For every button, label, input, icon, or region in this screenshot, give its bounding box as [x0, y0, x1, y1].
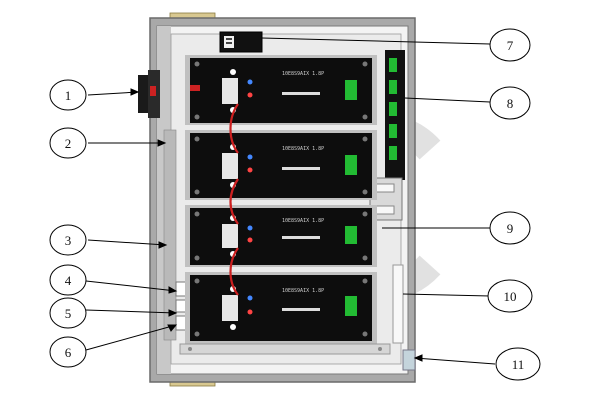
svg-text:8: 8	[507, 96, 514, 111]
module-4-label: 10E8S9AIX 1.8P	[282, 288, 324, 294]
svg-text:11: 11	[512, 357, 525, 372]
top-fuse-block	[219, 31, 263, 53]
series-cable	[229, 103, 239, 296]
callout-5: 5	[49, 297, 87, 329]
callout-3: 3	[49, 224, 87, 256]
callout-10: 10	[487, 279, 533, 313]
callout-11: 11	[495, 347, 541, 381]
bottom-shelf	[179, 343, 391, 355]
module-1-label: 10E8S9AIX 1.8P	[282, 71, 324, 77]
module-1	[185, 55, 377, 125]
svg-text:3: 3	[65, 233, 72, 248]
svg-text:4: 4	[65, 273, 72, 288]
left-components	[175, 281, 187, 331]
terminal-strip	[385, 50, 405, 180]
callout-9: 9	[489, 211, 531, 245]
callout-8: 8	[489, 86, 531, 120]
right-rail	[392, 264, 404, 344]
callout-4: 4	[49, 264, 87, 296]
svg-text:2: 2	[65, 136, 72, 151]
module-3	[185, 205, 377, 267]
module-2-label: 10E8S9AIX 1.8P	[282, 146, 324, 152]
svg-text:10: 10	[504, 289, 517, 304]
svg-text:5: 5	[65, 306, 72, 321]
svg-text:7: 7	[507, 38, 514, 53]
breaker-switch	[138, 70, 160, 118]
callout-2: 2	[49, 127, 87, 159]
bottom-foot	[402, 349, 416, 371]
svg-text:1: 1	[65, 88, 72, 103]
svg-text:9: 9	[507, 221, 514, 236]
leader-lines	[85, 37, 496, 365]
module-2	[185, 130, 377, 200]
left-rail	[163, 129, 177, 341]
callout-6: 6	[49, 336, 87, 368]
module-4	[185, 272, 377, 344]
module-3-label: 10E8S9AIX 1.8P	[282, 218, 324, 224]
callout-1: 1	[49, 79, 87, 111]
callout-7: 7	[489, 28, 531, 62]
svg-text:6: 6	[65, 345, 72, 360]
